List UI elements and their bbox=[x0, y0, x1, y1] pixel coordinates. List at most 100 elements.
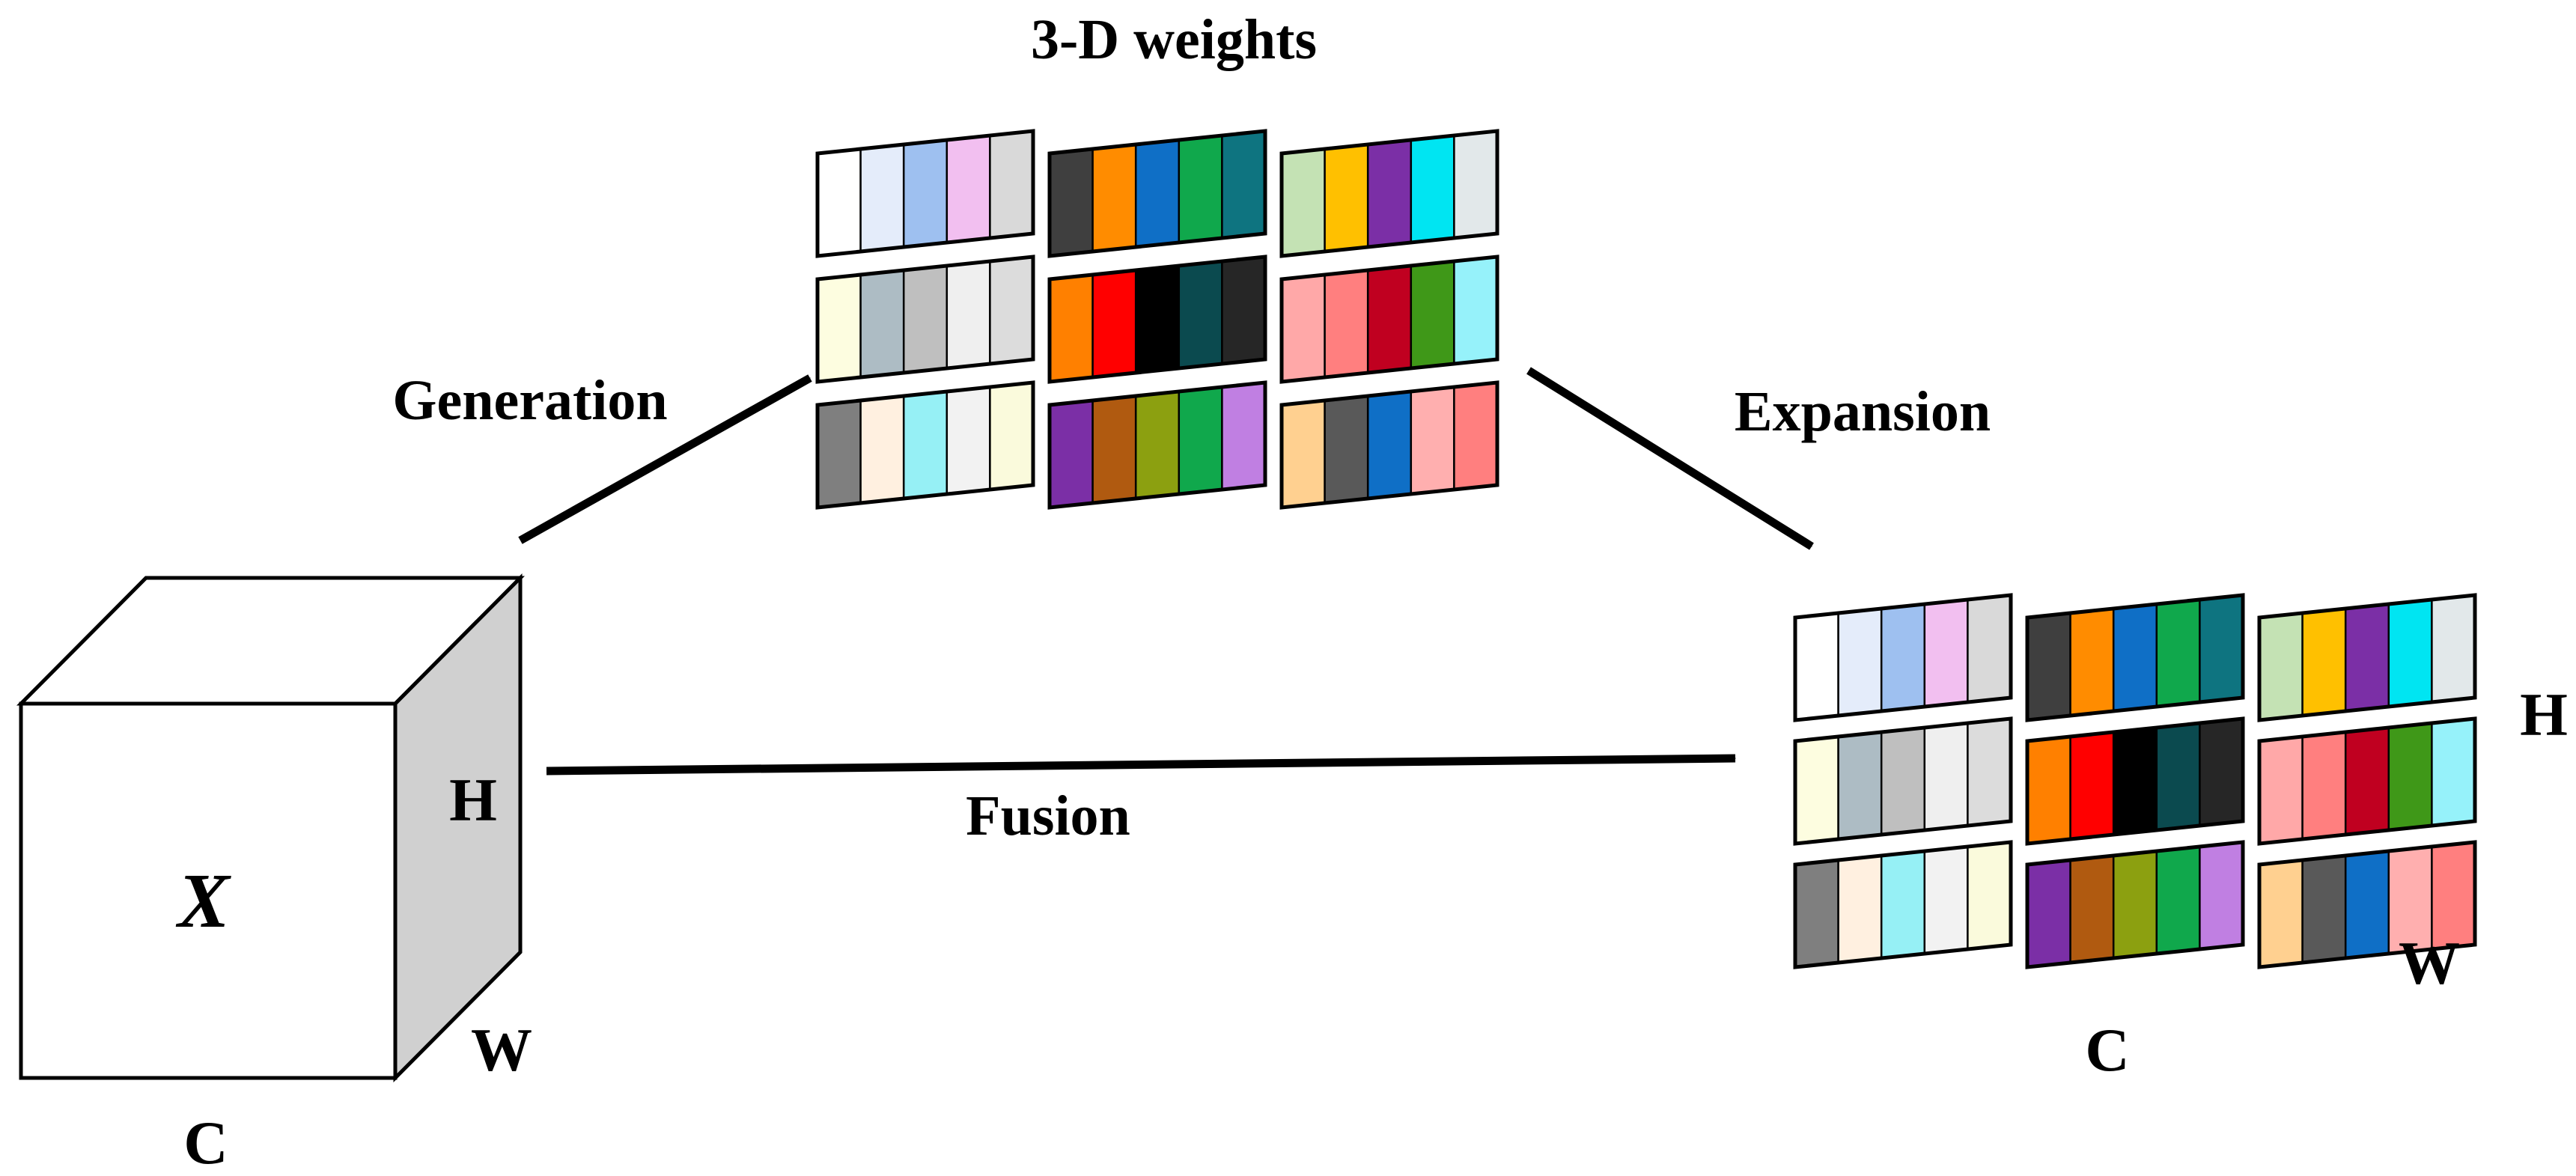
weight-block-outline bbox=[2257, 840, 2477, 969]
weight-stripe bbox=[2301, 854, 2347, 964]
input-cube bbox=[16, 573, 526, 1083]
weight-block bbox=[2025, 840, 2245, 969]
weight-stripe bbox=[946, 260, 991, 370]
weight-stripe bbox=[2026, 735, 2071, 845]
weight-stripe bbox=[1048, 273, 1094, 383]
weight-stripe bbox=[1794, 612, 1839, 722]
weight-block bbox=[1793, 840, 2013, 969]
weight-stripe bbox=[1221, 255, 1267, 365]
weight-block bbox=[1279, 380, 1499, 510]
weight-block bbox=[2257, 840, 2477, 969]
weight-stripe bbox=[1324, 143, 1369, 253]
weight-block bbox=[815, 255, 1035, 384]
weight-stripe bbox=[859, 394, 905, 505]
weight-stripe bbox=[2155, 845, 2201, 955]
weight-stripe bbox=[1280, 147, 1326, 258]
weight-stripe bbox=[1923, 722, 1969, 832]
weight-stripe bbox=[1967, 841, 2012, 951]
weights-grid bbox=[815, 129, 1499, 510]
weight-stripe bbox=[2431, 594, 2476, 704]
weight-block-outline bbox=[1047, 380, 1267, 510]
weight-stripe bbox=[816, 273, 862, 383]
weight-block-outline bbox=[1793, 593, 2013, 722]
weight-stripe bbox=[2155, 722, 2201, 832]
weight-stripe bbox=[1923, 845, 1969, 955]
weight-stripe bbox=[2301, 607, 2347, 717]
weight-stripe bbox=[1837, 854, 1883, 964]
fusion-arrow bbox=[546, 754, 1736, 776]
weights-title: 3-D weights bbox=[1031, 8, 1317, 71]
weight-stripe bbox=[902, 390, 949, 500]
weight-block-outline bbox=[815, 129, 1035, 258]
weight-stripe bbox=[1967, 717, 2012, 827]
weight-stripe bbox=[1366, 390, 1413, 500]
weight-stripe bbox=[2387, 598, 2433, 708]
weight-stripe bbox=[2344, 603, 2390, 713]
weight-block-outline bbox=[815, 255, 1035, 384]
weight-stripe bbox=[902, 138, 949, 249]
weight-stripe bbox=[1324, 394, 1369, 505]
weight-stripe bbox=[1410, 134, 1455, 244]
weight-stripe bbox=[2387, 722, 2433, 832]
generation-label: Generation bbox=[392, 369, 667, 432]
weight-block bbox=[1793, 593, 2013, 722]
weight-block bbox=[1047, 380, 1267, 510]
expansion-label: Expansion bbox=[1735, 380, 1991, 443]
weight-stripe bbox=[2069, 854, 2115, 964]
weight-block bbox=[815, 380, 1035, 510]
weight-stripe bbox=[1221, 381, 1267, 491]
weight-stripe bbox=[1410, 260, 1455, 370]
weight-stripe bbox=[2155, 598, 2201, 708]
weight-stripe bbox=[2258, 859, 2304, 969]
output-w-label: W bbox=[2399, 929, 2460, 997]
cube-front-face bbox=[19, 701, 398, 1080]
weight-stripe bbox=[1880, 603, 1926, 713]
weight-stripe bbox=[816, 399, 862, 509]
weight-stripe bbox=[1453, 381, 1499, 491]
weight-stripe bbox=[816, 147, 862, 258]
weight-block-outline bbox=[2257, 593, 2477, 722]
cube-h-label: H bbox=[449, 766, 497, 834]
weight-stripe bbox=[2026, 612, 2071, 722]
weight-stripe bbox=[1280, 273, 1326, 383]
weight-block-outline bbox=[1279, 255, 1499, 384]
expanded-weights-grid bbox=[1793, 593, 2477, 969]
weight-stripe bbox=[1221, 130, 1267, 240]
weight-stripe bbox=[1453, 130, 1499, 240]
weight-block-outline bbox=[2025, 840, 2245, 969]
cube-w-label: W bbox=[471, 1016, 532, 1084]
weight-stripe bbox=[1837, 607, 1883, 717]
weight-stripe bbox=[1048, 399, 1094, 509]
weight-stripe bbox=[1837, 731, 1883, 841]
input-symbol: X bbox=[175, 858, 231, 944]
weight-block-outline bbox=[1793, 716, 2013, 846]
weight-stripe bbox=[1324, 269, 1369, 379]
weight-block bbox=[1279, 129, 1499, 258]
weight-stripe bbox=[1280, 399, 1326, 509]
weight-stripe bbox=[989, 255, 1035, 365]
weight-block bbox=[815, 129, 1035, 258]
weight-stripe bbox=[1134, 390, 1181, 500]
weight-stripe bbox=[2199, 841, 2244, 951]
weight-stripe bbox=[2112, 850, 2158, 960]
weight-stripe bbox=[1134, 264, 1181, 374]
weight-stripe bbox=[859, 269, 905, 379]
weight-block-outline bbox=[2025, 593, 2245, 722]
weight-block-outline bbox=[1279, 129, 1499, 258]
weight-stripe bbox=[2344, 726, 2390, 836]
weight-block-outline bbox=[1793, 840, 2013, 969]
weight-stripe bbox=[1178, 260, 1223, 370]
weight-block bbox=[2257, 716, 2477, 846]
weight-block bbox=[1047, 129, 1267, 258]
weight-stripe bbox=[2069, 607, 2115, 717]
fusion-label: Fusion bbox=[966, 784, 1130, 847]
weight-block bbox=[2025, 716, 2245, 846]
weight-stripe bbox=[1091, 269, 1137, 379]
weight-stripe bbox=[1967, 594, 2012, 704]
generation-arrow bbox=[518, 374, 812, 544]
weight-block bbox=[1047, 255, 1267, 384]
weight-block-outline bbox=[2257, 716, 2477, 846]
weight-stripe bbox=[1880, 850, 1926, 960]
weight-stripe bbox=[1366, 138, 1413, 249]
